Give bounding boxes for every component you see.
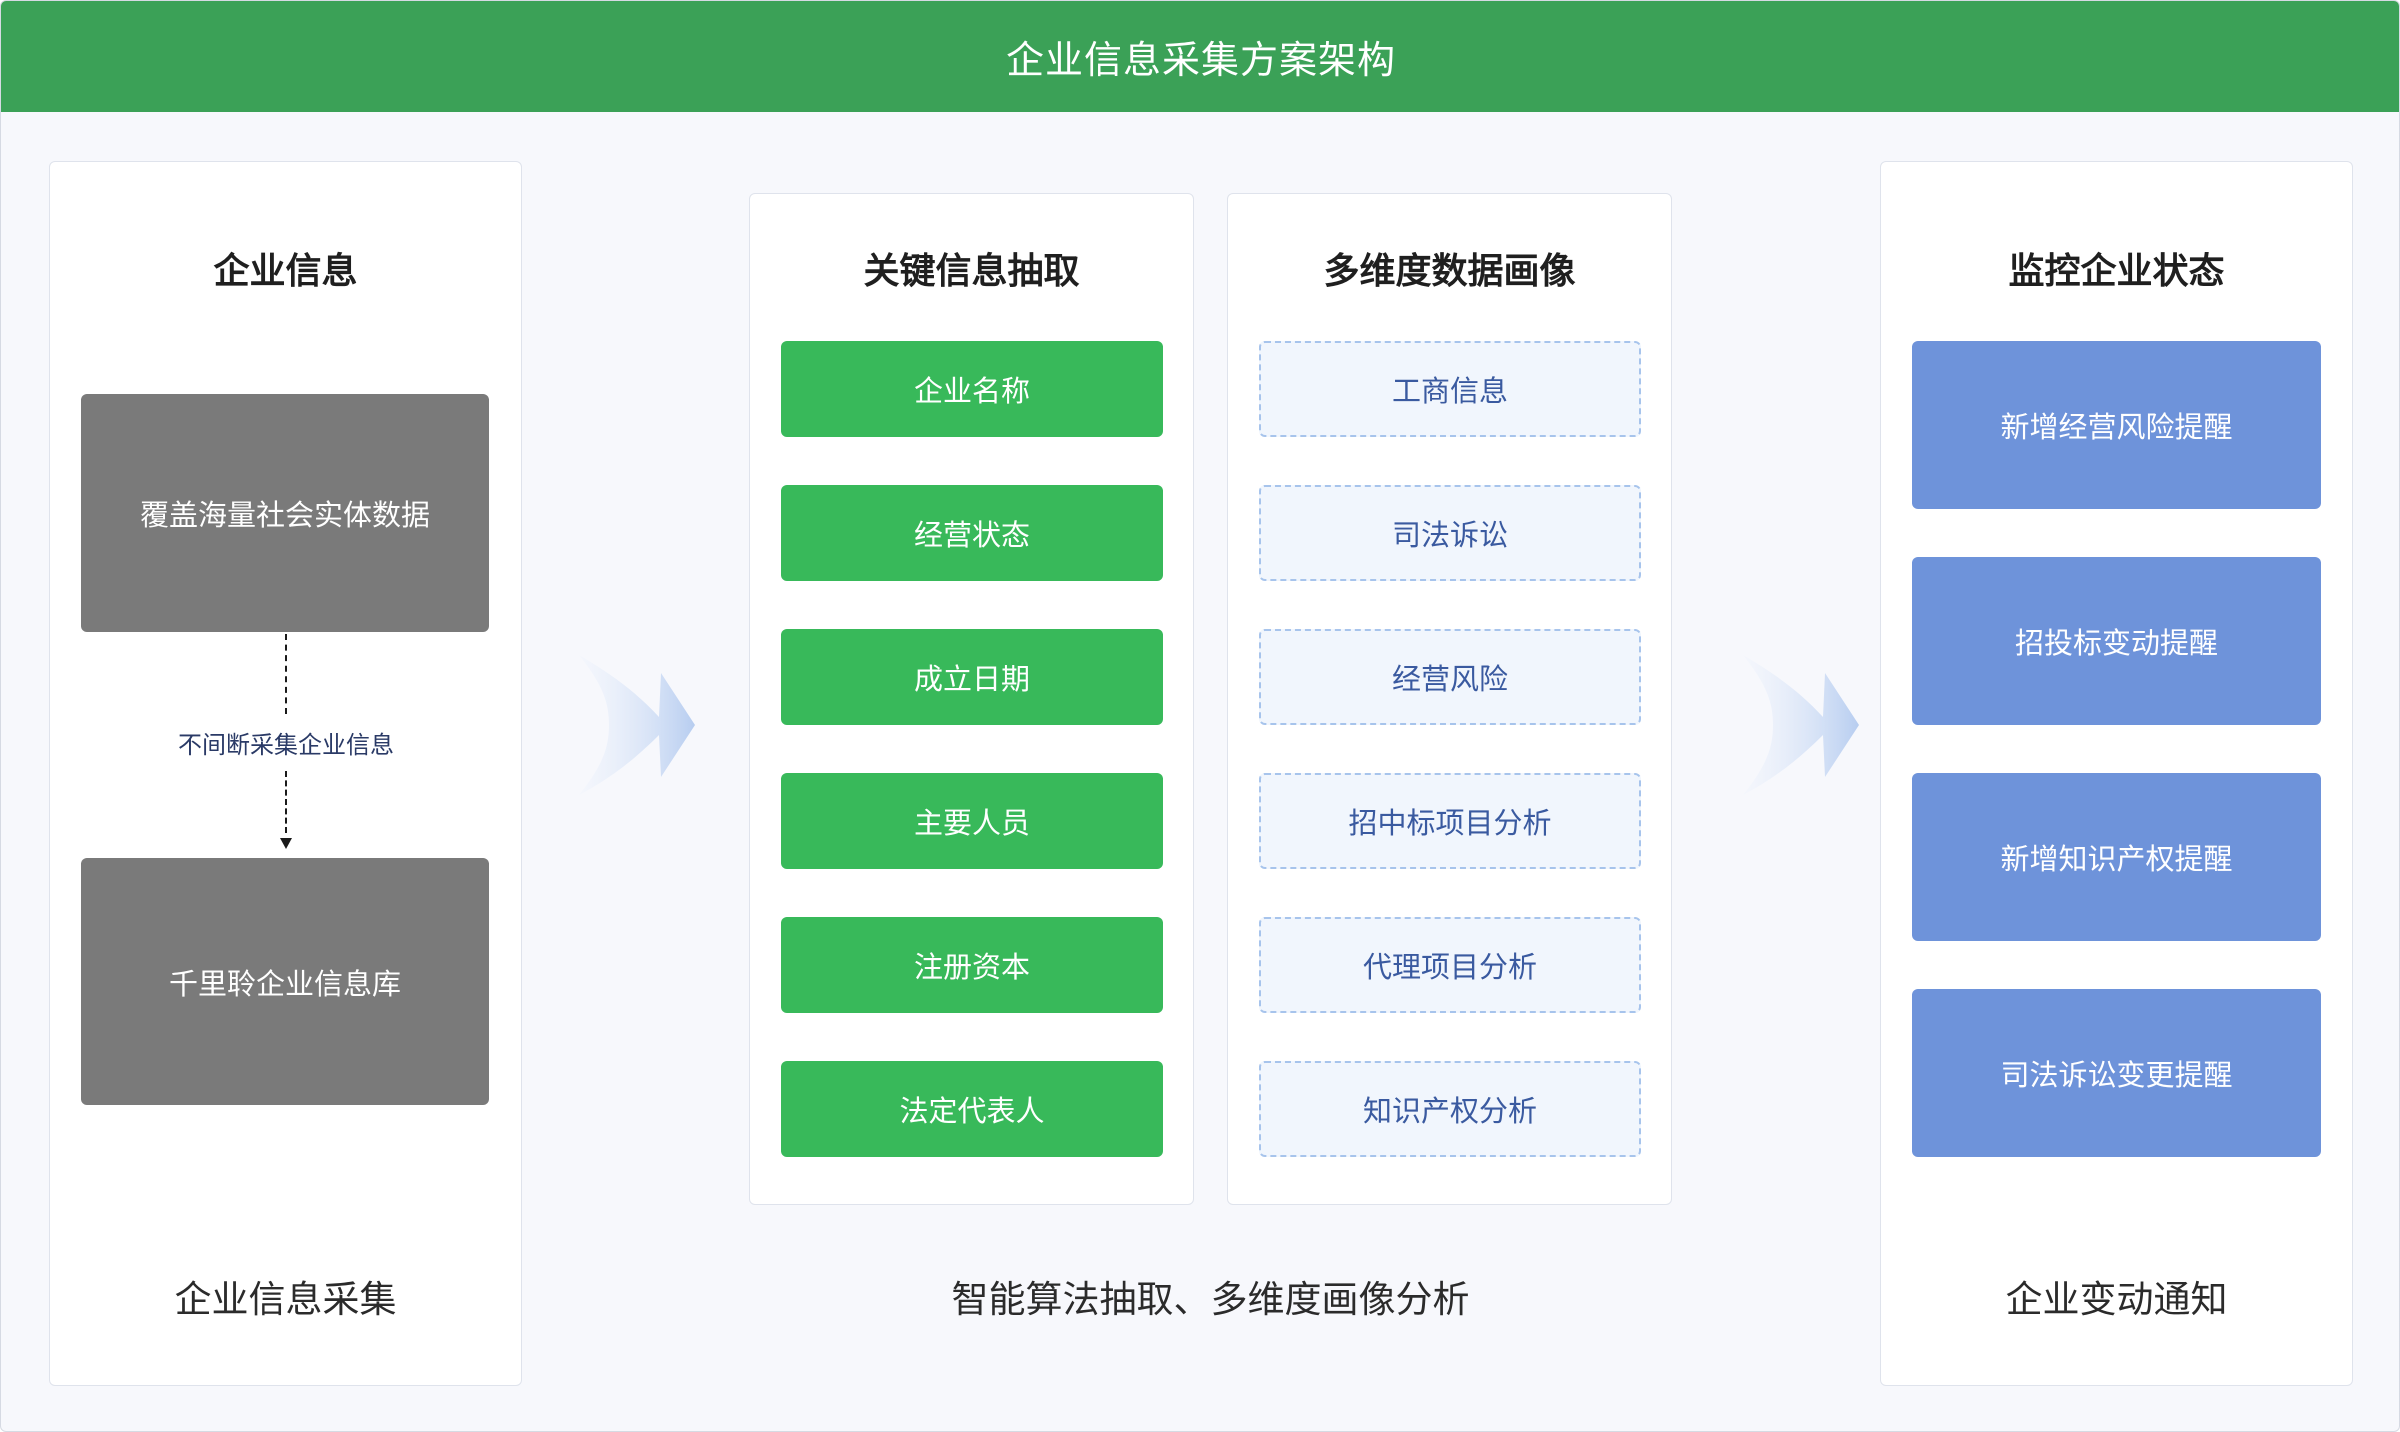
extract-title: 关键信息抽取 — [863, 251, 1080, 292]
portrait-item: 司法诉讼 — [1259, 485, 1641, 581]
source-box: 覆盖海量社会实体数据 — [81, 394, 489, 632]
arrow-right-icon — [579, 655, 695, 795]
extract-item: 法定代表人 — [781, 1061, 1163, 1157]
portrait-item: 代理项目分析 — [1259, 917, 1641, 1013]
extract-item: 注册资本 — [781, 917, 1163, 1013]
monitor-item: 新增经营风险提醒 — [1912, 341, 2321, 509]
monitor-footer: 企业变动通知 — [2005, 1278, 2228, 1321]
flow-line-top — [285, 634, 287, 714]
portrait-item: 知识产权分析 — [1259, 1061, 1641, 1157]
extract-item: 成立日期 — [781, 629, 1163, 725]
extract-item: 主要人员 — [781, 773, 1163, 869]
monitor-item: 司法诉讼变更提醒 — [1912, 989, 2321, 1157]
collect-footer: 企业信息采集 — [174, 1278, 397, 1321]
portrait-item: 经营风险 — [1259, 629, 1641, 725]
flow-label: 不间断采集企业信息 — [178, 731, 394, 759]
monitor-item: 新增知识产权提醒 — [1912, 773, 2321, 941]
library-box: 千里聆企业信息库 — [81, 858, 489, 1105]
monitor-title: 监控企业状态 — [2008, 251, 2225, 292]
portrait-item: 招中标项目分析 — [1259, 773, 1641, 869]
portrait-item: 工商信息 — [1259, 341, 1641, 437]
flow-line-bottom — [285, 771, 287, 833]
flow-arrowhead — [280, 838, 292, 849]
arrow-right-icon — [1743, 655, 1859, 795]
middle-footer: 智能算法抽取、多维度画像分析 — [951, 1278, 1470, 1321]
page-title: 企业信息采集方案架构 — [1, 1, 2399, 112]
extract-item: 经营状态 — [781, 485, 1163, 581]
monitor-item: 招投标变动提醒 — [1912, 557, 2321, 725]
extract-item: 企业名称 — [781, 341, 1163, 437]
collect-title: 企业信息 — [213, 251, 358, 292]
portrait-title: 多维度数据画像 — [1323, 251, 1576, 292]
